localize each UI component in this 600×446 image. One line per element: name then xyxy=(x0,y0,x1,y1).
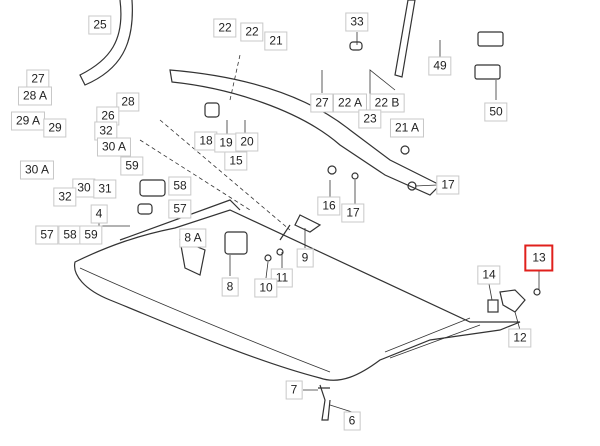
callout-30a[interactable]: 30 A xyxy=(19,160,55,180)
callout-57[interactable]: 57 xyxy=(168,199,192,219)
callout-58[interactable]: 58 xyxy=(58,225,82,245)
callout-22a[interactable]: 22 A xyxy=(332,93,368,113)
callout-8a[interactable]: 8 A xyxy=(179,228,207,248)
callout-22[interactable]: 22 xyxy=(213,18,237,38)
callout-17[interactable]: 17 xyxy=(436,175,460,195)
callout-7[interactable]: 7 xyxy=(285,380,303,400)
callout-59[interactable]: 59 xyxy=(120,156,144,176)
callout-33[interactable]: 33 xyxy=(345,12,369,32)
hinge-arm xyxy=(79,0,133,86)
callout-58[interactable]: 58 xyxy=(168,176,192,196)
callout-21[interactable]: 21 xyxy=(264,31,288,51)
callout-30a[interactable]: 30 A xyxy=(96,137,132,157)
hood-lid xyxy=(74,209,521,381)
callout-32[interactable]: 32 xyxy=(53,187,77,207)
callout-8[interactable]: 8 xyxy=(221,277,239,297)
callout-28[interactable]: 28 xyxy=(116,92,140,112)
callout-6[interactable]: 6 xyxy=(343,411,361,431)
callout-15[interactable]: 15 xyxy=(224,151,248,171)
callout-27[interactable]: 27 xyxy=(310,93,334,113)
callout-27[interactable]: 27 xyxy=(26,69,50,89)
callout-20[interactable]: 20 xyxy=(235,132,259,152)
callout-32[interactable]: 32 xyxy=(94,121,118,141)
callout-12[interactable]: 12 xyxy=(508,328,532,348)
callout-22b[interactable]: 22 B xyxy=(369,93,405,113)
callout-29[interactable]: 29 xyxy=(43,118,67,138)
callout-13-highlighted[interactable]: 13 xyxy=(524,244,554,272)
callout-31[interactable]: 31 xyxy=(93,179,117,199)
callout-49[interactable]: 49 xyxy=(428,56,452,76)
callout-22[interactable]: 22 xyxy=(240,22,264,42)
callout-18[interactable]: 18 xyxy=(194,131,218,151)
callout-19[interactable]: 19 xyxy=(214,133,238,153)
callout-30[interactable]: 30 xyxy=(72,178,96,198)
callout-9[interactable]: 9 xyxy=(296,248,314,268)
callout-29a[interactable]: 29 A xyxy=(10,111,46,131)
callout-25[interactable]: 25 xyxy=(88,15,112,35)
gas-strut xyxy=(394,0,416,78)
callout-59[interactable]: 59 xyxy=(79,225,103,245)
callout-23[interactable]: 23 xyxy=(358,109,382,129)
callout-10[interactable]: 10 xyxy=(254,278,278,298)
callout-14[interactable]: 14 xyxy=(477,265,501,285)
callout-4[interactable]: 4 xyxy=(90,204,108,224)
hinge-bar xyxy=(169,69,442,196)
callout-16[interactable]: 16 xyxy=(317,196,341,216)
callout-17[interactable]: 17 xyxy=(341,203,365,223)
callout-21a[interactable]: 21 A xyxy=(389,118,425,138)
callout-28a[interactable]: 28 A xyxy=(17,86,53,106)
callout-57[interactable]: 57 xyxy=(35,225,59,245)
callout-50[interactable]: 50 xyxy=(484,102,508,122)
